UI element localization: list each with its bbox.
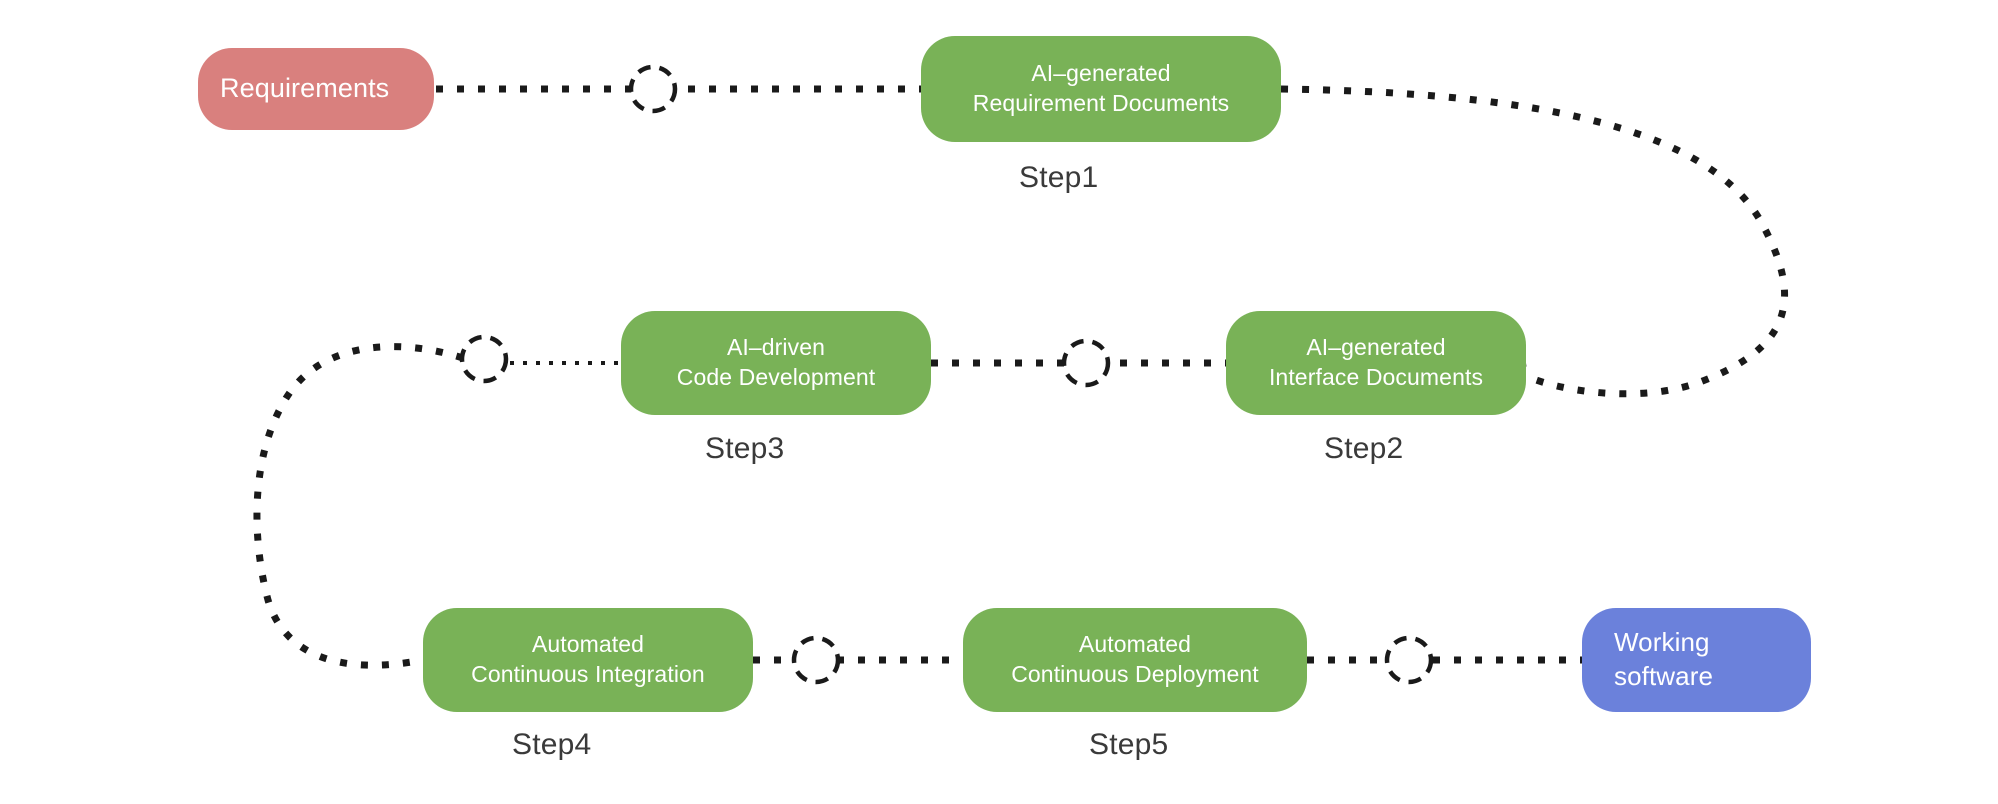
step-label-step2: Step2 [1324,432,1404,465]
node-step1[interactable]: AI–generated Requirement Documents [921,36,1281,142]
step-label-step5: Step5 [1089,728,1169,761]
dashed-circle-marker-icon [459,334,509,384]
node-step2-line-1: AI–generated [1306,334,1446,361]
node-step4-line-2: Continuous Integration [471,661,705,687]
node-step1-line-2: Requirement Documents [972,90,1230,116]
step-label-step1: Step1 [1019,161,1099,194]
node-step5-line-1: Automated [1078,631,1192,658]
dashed-circle-marker-icon [1061,338,1111,388]
dashed-circle-marker-icon [791,635,841,685]
node-step3-line-1: AI–driven [726,334,826,361]
node-step4-line-1: Automated [531,631,645,658]
node-step2-line-2: Interface Documents [1268,364,1484,390]
node-working-software-line-1: Working [1614,627,1710,658]
node-step2[interactable]: AI–generated Interface Documents [1226,311,1526,415]
node-step3[interactable]: AI–driven Code Development [621,311,931,415]
node-working-software-line-2: software [1614,661,1714,691]
dashed-circle-marker-icon [628,64,678,114]
node-step5-line-2: Continuous Deployment [1011,661,1259,687]
dashed-circle-marker-icon [1384,635,1434,685]
step-label-step3: Step3 [705,432,785,465]
node-step1-line-1: AI–generated [1031,60,1171,87]
node-step3-line-2: Code Development [676,364,876,390]
node-working-software[interactable]: Working software [1582,608,1811,712]
node-requirements-line-1: Requirements [220,73,390,104]
node-requirements[interactable]: Requirements [198,48,434,130]
node-step4[interactable]: Automated Continuous Integration [423,608,753,712]
step-label-step4: Step4 [512,728,592,761]
node-step5[interactable]: Automated Continuous Deployment [963,608,1307,712]
